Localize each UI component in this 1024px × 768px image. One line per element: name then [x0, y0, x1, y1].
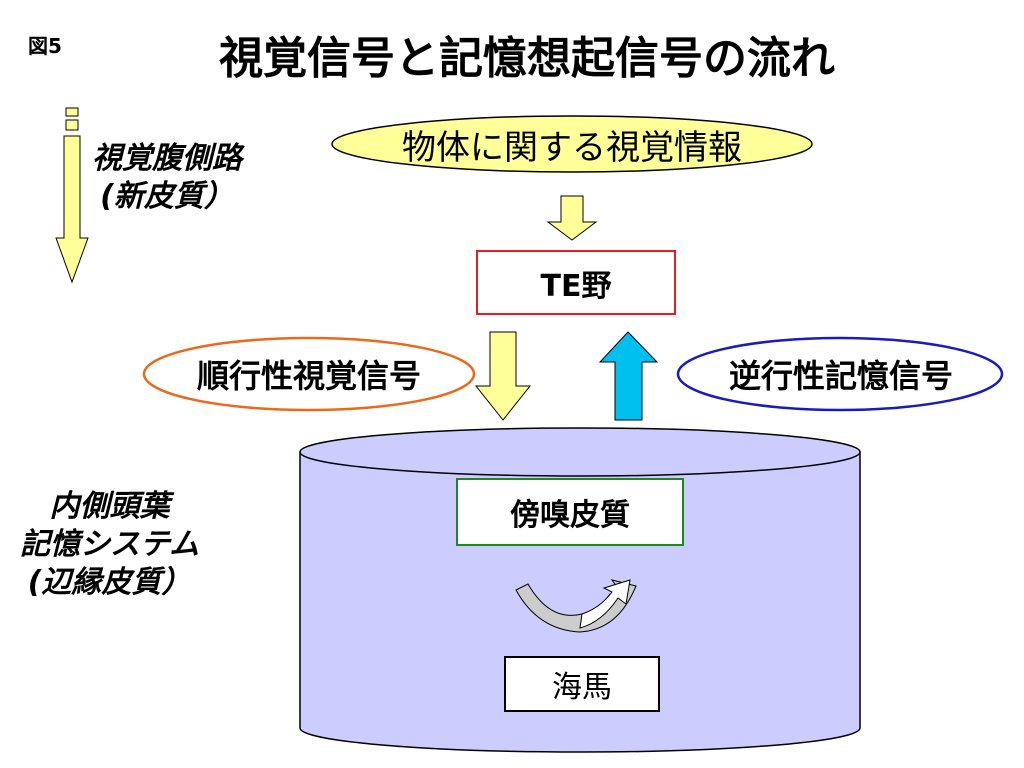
backward-signal-label: 逆行性記憶信号 — [728, 357, 953, 395]
forward-signal-label: 順行性視覚信号 — [196, 357, 421, 395]
figure-label: 図5 — [28, 34, 62, 58]
page-title: 視覚信号と記憶想起信号の流れ — [219, 33, 835, 84]
te-area-box: TE野 — [476, 250, 676, 315]
mtl-label-line2: 記憶システム — [20, 527, 200, 562]
mtl-cylinder — [299, 427, 861, 753]
forward-signal-arrow — [474, 331, 532, 421]
perirhinal-cortex-box: 傍嗅皮質 — [456, 478, 684, 546]
loop-arrow — [515, 579, 637, 633]
mtl-system-label: 内側頭葉 記憶システム (辺縁皮質） — [20, 488, 199, 602]
visual-info-label: 物体に関する視覚情報 — [402, 127, 742, 168]
ventral-stream-label: 視覚腹側路 (新皮質） — [92, 140, 242, 216]
backward-signal-arrow — [598, 331, 659, 421]
hippocampus-box: 海馬 — [504, 656, 660, 712]
ventral-stream-arrow — [55, 107, 89, 284]
mtl-label-line1: 内側頭葉 — [49, 489, 170, 524]
backward-signal-oval — [676, 336, 1004, 412]
visual-info-oval — [331, 115, 813, 173]
ventral-label-line2: (新皮質） — [100, 179, 234, 214]
mtl-label-line3: (辺縁皮質） — [27, 565, 192, 600]
info-to-te-arrow — [546, 195, 598, 241]
ventral-label-line1: 視覚腹側路 — [92, 141, 242, 176]
forward-signal-oval — [142, 336, 476, 412]
